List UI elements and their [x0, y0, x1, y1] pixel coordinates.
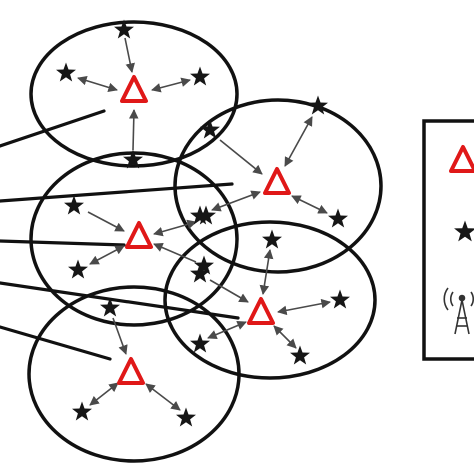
sensor-node-icon: [190, 333, 210, 353]
cluster-head-icon: [117, 357, 145, 385]
sensor-node-icon: [190, 66, 210, 86]
member-arrows: [77, 37, 331, 411]
sensor-node-icon: [56, 62, 76, 82]
cluster-head-icon: [263, 167, 291, 195]
sensor-node-icon: [72, 401, 92, 421]
link-c2: [0, 182, 234, 203]
cluster-2: [173, 98, 383, 274]
sensor-node-icon: [330, 289, 350, 309]
link-c3: [0, 239, 126, 247]
sensor-node-icon: [68, 259, 88, 279]
legend: [422, 119, 474, 361]
sensor-node-icon: [176, 407, 196, 427]
cluster-heads: [117, 75, 291, 385]
sensor-node-icon: [290, 345, 310, 365]
sensor-node-icon: [262, 229, 282, 249]
sensor-node-icon: [308, 95, 328, 115]
links-to-base-station: [0, 109, 240, 361]
legend-sensor-node-icon: [454, 220, 474, 242]
link-c1: [0, 109, 106, 148]
cluster-head-icon: [125, 221, 153, 249]
cluster-5: [27, 285, 241, 463]
antenna-tower-icon: [443, 287, 474, 335]
cluster-4: [163, 220, 377, 380]
sensor-nodes: [56, 19, 350, 427]
legend-cluster-head-icon: [449, 145, 474, 173]
cluster-1: [29, 20, 239, 168]
legend-box: [422, 119, 474, 361]
sensor-node-icon: [328, 208, 348, 228]
sensor-node-icon: [64, 195, 84, 215]
link-c4: [0, 281, 240, 320]
link-c5: [0, 325, 112, 361]
cluster-head-icon: [120, 75, 148, 103]
cluster-head-icon: [247, 297, 275, 325]
